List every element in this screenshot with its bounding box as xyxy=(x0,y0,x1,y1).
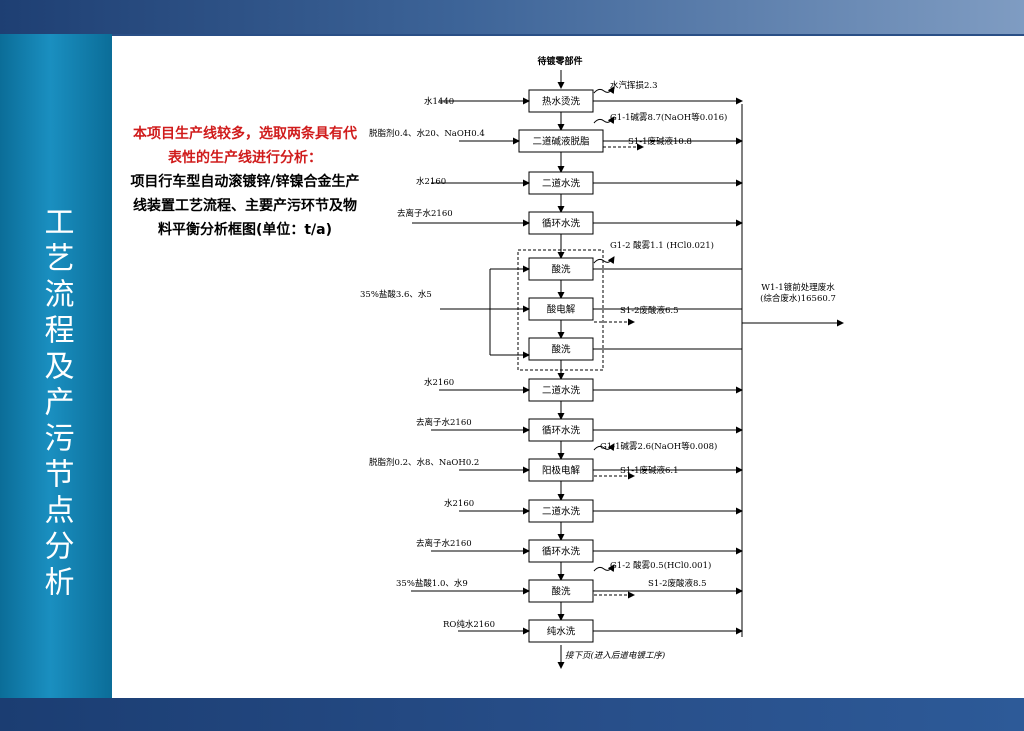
process-step: 二道碱液脱脂 xyxy=(518,129,604,153)
process-boxes: 热水烫洗二道碱液脱脂二道水洗循环水洗酸洗酸电解酸洗二道水洗循环水洗阳极电解二道水… xyxy=(518,89,604,643)
process-step-label: 热水烫洗 xyxy=(542,96,581,108)
input-label: 去离子水2160 xyxy=(397,208,453,219)
process-step: 循环水洗 xyxy=(528,539,594,563)
wastewater-output-line1: W1-1镀前处理废水 xyxy=(761,282,835,293)
start-label: 待镀零部件 xyxy=(537,55,582,67)
process-step-label: 二道水洗 xyxy=(542,385,581,397)
end-label: 接下页(进入后道电镀工序) xyxy=(565,650,665,661)
input-label: 脱脂剂0.4、水20、NaOH0.4 xyxy=(369,128,485,139)
sidebar: 工艺流程及产污节点分析 xyxy=(0,34,112,731)
description-red: 本项目生产线较多，选取两条具有代表性的生产线进行分析： xyxy=(133,126,357,166)
emission-label: G1-1碱雾8.7(NaOH等0.016) xyxy=(610,112,727,123)
emission-arrow xyxy=(593,564,615,572)
process-step: 酸洗 xyxy=(528,257,594,281)
process-step-label: 二道水洗 xyxy=(542,506,581,518)
process-step-label: 纯水洗 xyxy=(547,626,576,638)
emission-arrow xyxy=(593,86,615,94)
description-black: 项目行车型自动滚镀锌/锌镍合金生产线装置工艺流程、主要产污环节及物料平衡分析框图… xyxy=(130,174,360,238)
input-label: RO纯水2160 xyxy=(443,619,495,630)
emission-label: S1-1废碱液10.8 xyxy=(628,136,692,147)
emission-label: S1-1废碱液6.1 xyxy=(620,465,679,476)
process-step: 纯水洗 xyxy=(528,619,594,643)
process-step: 酸洗 xyxy=(528,337,594,361)
input-label: 35%盐酸1.0、水9 xyxy=(396,578,468,589)
emission-arrow xyxy=(593,116,615,124)
emission-arrow xyxy=(593,256,615,264)
emissions: 水汽挥损2.3G1-1碱雾8.7(NaOH等0.016) S1-1废碱液10.8G… xyxy=(593,80,727,599)
input-label: 35%盐酸3.6、水5 xyxy=(360,289,432,300)
process-step-label: 循环水洗 xyxy=(542,218,581,230)
acid-group-frame xyxy=(517,249,604,371)
input-label: 水2160 xyxy=(424,377,454,388)
process-step: 循环水洗 xyxy=(528,211,594,235)
emission-label: G1-2 酸雾0.5(HCl0.001) xyxy=(610,560,711,571)
process-step: 二道水洗 xyxy=(528,378,594,402)
process-step-label: 酸洗 xyxy=(551,264,571,276)
emission-label: S1-2废酸液8.5 xyxy=(648,578,707,589)
wastewater-output-line2: (综合废水)16560.7 xyxy=(760,293,836,304)
process-step: 循环水洗 xyxy=(528,418,594,442)
process-step: 酸电解 xyxy=(528,297,594,321)
input-label: 水2160 xyxy=(416,176,446,187)
process-step-label: 循环水洗 xyxy=(542,546,581,558)
emission-label: G1-1碱雾2.6(NaOH等0.008) xyxy=(600,441,717,452)
emission-label: G1-2 酸雾1.1 (HCl0.021) xyxy=(610,240,714,251)
process-step: 二道水洗 xyxy=(528,499,594,523)
process-step: 热水烫洗 xyxy=(528,89,594,113)
description: 本项目生产线较多，选取两条具有代表性的生产线进行分析： 项目行车型自动滚镀锌/锌… xyxy=(130,122,360,242)
input-label: 去离子水2160 xyxy=(416,417,472,428)
process-step: 二道水洗 xyxy=(528,171,594,195)
top-bar xyxy=(0,0,1024,34)
emission-arrow xyxy=(593,443,615,451)
emission-label: S1-2废酸液6.5 xyxy=(620,305,679,316)
inputs: 水1440脱脂剂0.4、水20、NaOH0.4水2160去离子水2160水216… xyxy=(360,96,530,635)
bottom-bar xyxy=(0,698,1024,731)
process-step-label: 二道碱液脱脂 xyxy=(532,136,590,148)
process-step: 酸洗 xyxy=(528,579,594,603)
input-label: 水2160 xyxy=(444,498,474,509)
side-title: 工艺流程及产污节点分析 xyxy=(38,206,74,602)
process-step: 阳极电解 xyxy=(528,458,594,482)
input-label: 脱脂剂0.2、水8、NaOH0.2 xyxy=(369,457,479,468)
process-step-label: 酸洗 xyxy=(551,586,571,598)
process-step-label: 阳极电解 xyxy=(542,465,581,477)
process-step-label: 酸电解 xyxy=(547,304,576,316)
process-step-label: 酸洗 xyxy=(551,344,571,356)
input-label: 去离子水2160 xyxy=(416,538,472,549)
process-step-label: 二道水洗 xyxy=(542,178,581,190)
connectors xyxy=(557,97,743,635)
emission-label: 水汽挥损2.3 xyxy=(610,80,658,91)
process-step-label: 循环水洗 xyxy=(542,425,581,437)
